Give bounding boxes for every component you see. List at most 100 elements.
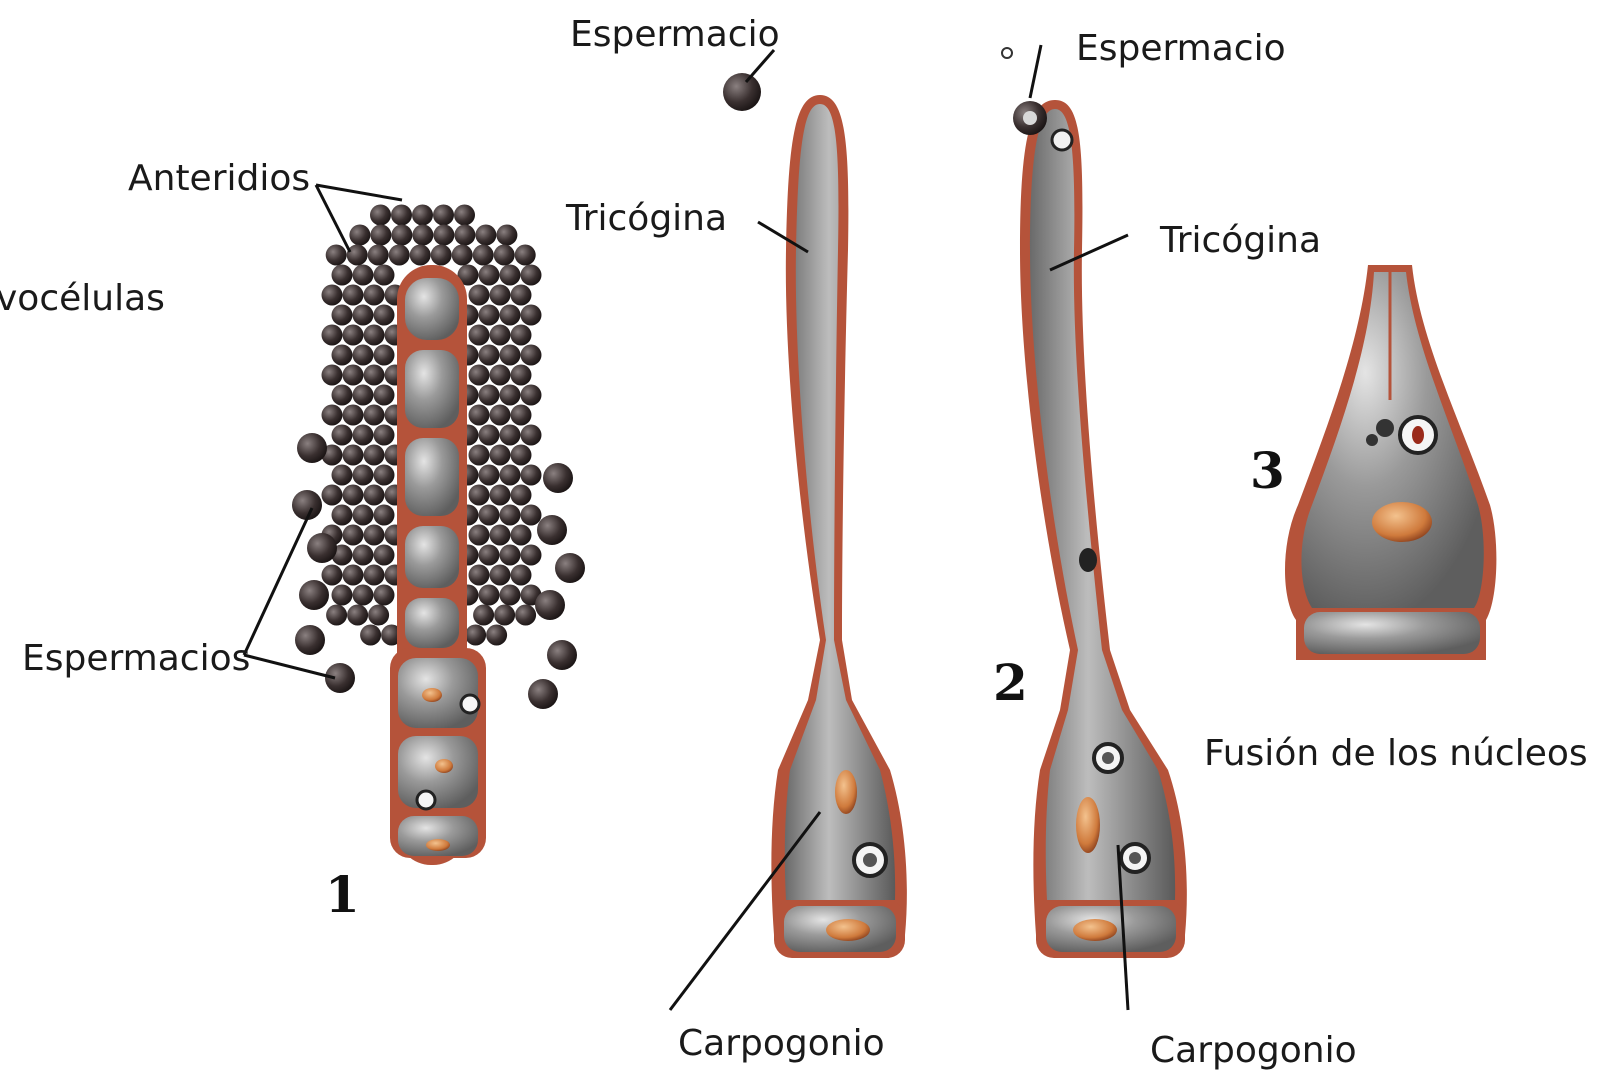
- spermatium-small: [1002, 48, 1012, 58]
- antheridium: [353, 585, 374, 606]
- antheridium: [364, 445, 385, 466]
- antheridium: [368, 605, 389, 626]
- antheridium: [343, 285, 364, 306]
- antheridium: [469, 285, 490, 306]
- antheridium: [364, 405, 385, 426]
- antheridium: [494, 245, 515, 266]
- antheridium: [500, 305, 521, 326]
- fusion-cell: [1285, 265, 1496, 660]
- spermatium: [299, 580, 329, 610]
- antheridium: [500, 345, 521, 366]
- antheridium: [353, 385, 374, 406]
- antheridium: [374, 465, 395, 486]
- antheridium: [500, 545, 521, 566]
- antheridium: [389, 245, 410, 266]
- antheridium: [521, 385, 542, 406]
- antheridium: [374, 585, 395, 606]
- spermatium: [543, 463, 573, 493]
- antheridium: [332, 425, 353, 446]
- antheridium: [374, 385, 395, 406]
- antheridium: [490, 565, 511, 586]
- antheridium: [469, 325, 490, 346]
- antheridium: [511, 565, 532, 586]
- antheridium: [490, 285, 511, 306]
- antheridium: [374, 425, 395, 446]
- antheridium: [515, 245, 536, 266]
- antheridium: [353, 465, 374, 486]
- antheridium: [332, 345, 353, 366]
- carpogonial-branch-a: [771, 95, 907, 958]
- antheridium: [469, 485, 490, 506]
- antheridium: [479, 265, 500, 286]
- antheridium: [511, 405, 532, 426]
- antheridium: [521, 305, 542, 326]
- antheridium: [473, 605, 494, 626]
- antheridium: [521, 505, 542, 526]
- antheridium: [521, 345, 542, 366]
- spermatium: [295, 625, 325, 655]
- antheridium: [500, 385, 521, 406]
- stage-number-2: 2: [993, 653, 1028, 712]
- antheridium: [496, 225, 517, 246]
- antheridium: [469, 525, 490, 546]
- antheridium: [347, 245, 368, 266]
- antheridium: [343, 445, 364, 466]
- antheridium: [490, 485, 511, 506]
- spermatium: [528, 679, 558, 709]
- antheridium: [500, 425, 521, 446]
- antheridium: [364, 325, 385, 346]
- antheridium: [353, 545, 374, 566]
- label-carpogonio-2: Carpogonio: [1150, 1030, 1357, 1071]
- leader-espermacio-2: [1030, 45, 1041, 98]
- antheridium: [391, 205, 412, 226]
- antheridium: [353, 305, 374, 326]
- antheridium: [410, 245, 431, 266]
- antheridium: [469, 445, 490, 466]
- antheridium: [374, 545, 395, 566]
- label-anteridios: Anteridios: [128, 158, 310, 199]
- antheridium: [469, 565, 490, 586]
- antheridium: [326, 245, 347, 266]
- antheridium: [479, 505, 500, 526]
- antheridium: [486, 625, 507, 646]
- antheridium: [353, 505, 374, 526]
- antheridium: [343, 365, 364, 386]
- antheridium: [490, 405, 511, 426]
- antheridium: [364, 565, 385, 586]
- antheridium: [500, 265, 521, 286]
- antheridium: [511, 485, 532, 506]
- basal-cells: [390, 648, 486, 858]
- antheridium: [374, 505, 395, 526]
- antheridial-branch: [292, 205, 585, 866]
- antheridium: [332, 265, 353, 286]
- leader-anteridios-a: [316, 185, 350, 252]
- antheridium: [364, 485, 385, 506]
- antheridium: [349, 225, 370, 246]
- stage-number-1: 1: [325, 865, 360, 924]
- antheridium: [479, 545, 500, 566]
- antheridium: [511, 325, 532, 346]
- antheridium: [343, 565, 364, 586]
- antheridium: [433, 205, 454, 226]
- antheridium: [332, 385, 353, 406]
- antheridium: [326, 605, 347, 626]
- antheridium: [374, 305, 395, 326]
- antheridium: [412, 225, 433, 246]
- antheridium: [353, 265, 374, 286]
- antheridium: [374, 265, 395, 286]
- antheridium: [475, 225, 496, 246]
- antheridium: [332, 505, 353, 526]
- antheridium: [353, 345, 374, 366]
- spermatium-a: [723, 73, 761, 111]
- antheridium: [479, 425, 500, 446]
- antheridium: [454, 225, 475, 246]
- antheridium: [412, 205, 433, 226]
- antheridium: [431, 245, 452, 266]
- antheridium: [490, 365, 511, 386]
- label-vocelulas: vocélulas: [0, 278, 165, 319]
- antheridium: [347, 605, 368, 626]
- antheridium: [515, 605, 536, 626]
- spermatium: [547, 640, 577, 670]
- antheridium: [473, 245, 494, 266]
